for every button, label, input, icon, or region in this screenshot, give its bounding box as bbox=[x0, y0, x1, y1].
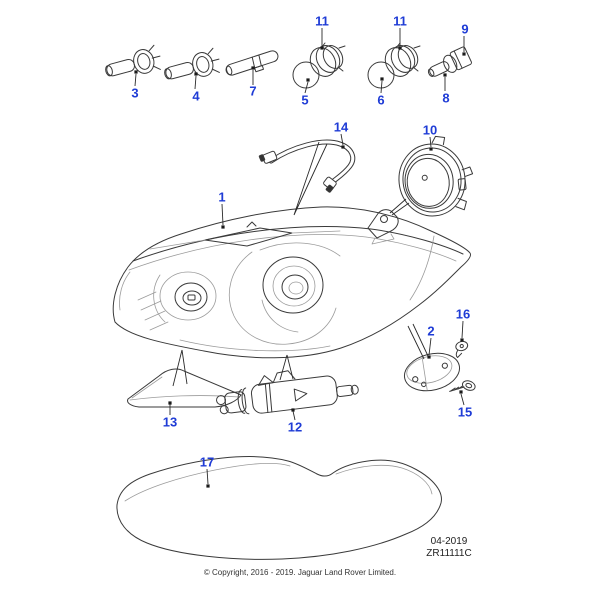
drawing-code: ZR11111C bbox=[426, 547, 472, 559]
signal-bulb-6-drawing bbox=[367, 42, 421, 89]
side-repeater-2-drawing bbox=[403, 352, 461, 392]
callout-dots bbox=[134, 46, 466, 488]
callout-halogen-bulb-b[interactable]: 4 bbox=[192, 88, 200, 104]
callout-lens-cover[interactable]: 17 bbox=[199, 454, 215, 470]
callout-halogen-bulb-a[interactable]: 3 bbox=[131, 85, 139, 101]
access-cover-10-drawing bbox=[398, 135, 474, 217]
halogen-bulb-4-drawing bbox=[164, 47, 220, 80]
washer-pump-12-drawing bbox=[216, 370, 359, 415]
callout-signal-bulb-b[interactable]: 6 bbox=[377, 92, 385, 108]
washer-jet-cover-13-drawing bbox=[127, 368, 242, 408]
callout-washer-jet-cover[interactable]: 13 bbox=[162, 414, 178, 430]
callout-socket-bulb[interactable]: 8 bbox=[442, 90, 450, 106]
callout-bulb-holder-b[interactable]: 11 bbox=[393, 13, 407, 29]
attachment-pointers bbox=[172, 141, 429, 387]
callout-clip-nut[interactable]: 16 bbox=[455, 306, 471, 322]
callout-leader-lines bbox=[134, 28, 465, 485]
copyright-text: © Copyright, 2016 - 2019. Jaguar Land Ro… bbox=[203, 568, 397, 577]
callout-headlamp-assembly[interactable]: 1 bbox=[218, 189, 226, 205]
callout-screw[interactable]: 15 bbox=[457, 404, 473, 420]
lens-cover-17-drawing bbox=[116, 456, 442, 560]
drawing-code-block: 04-2019 ZR11111C bbox=[409, 536, 489, 559]
signal-bulb-5-drawing bbox=[292, 42, 346, 89]
headlamp-assembly-1-drawing bbox=[112, 206, 471, 359]
callout-headlamp-washer-pump[interactable]: 12 bbox=[287, 419, 303, 435]
callout-signal-bulb-a[interactable]: 5 bbox=[301, 92, 309, 108]
callout-access-cover-cap[interactable]: 10 bbox=[422, 122, 438, 138]
clip-16-drawing bbox=[455, 340, 469, 359]
date-code: 04-2019 bbox=[430, 536, 468, 547]
callout-bulb-socket[interactable]: 9 bbox=[461, 21, 469, 37]
screw-15-drawing bbox=[449, 380, 476, 392]
callout-festoon-bulb[interactable]: 7 bbox=[249, 83, 257, 99]
socket-bulb-8-drawing bbox=[427, 46, 472, 77]
callout-side-repeater-lamp[interactable]: 2 bbox=[427, 323, 435, 339]
halogen-bulb-3-drawing bbox=[105, 44, 161, 77]
callout-bulb-holder-a[interactable]: 11 bbox=[315, 13, 329, 29]
callout-vent-tube[interactable]: 14 bbox=[333, 119, 349, 135]
vent-tube-14-drawing bbox=[258, 139, 356, 193]
